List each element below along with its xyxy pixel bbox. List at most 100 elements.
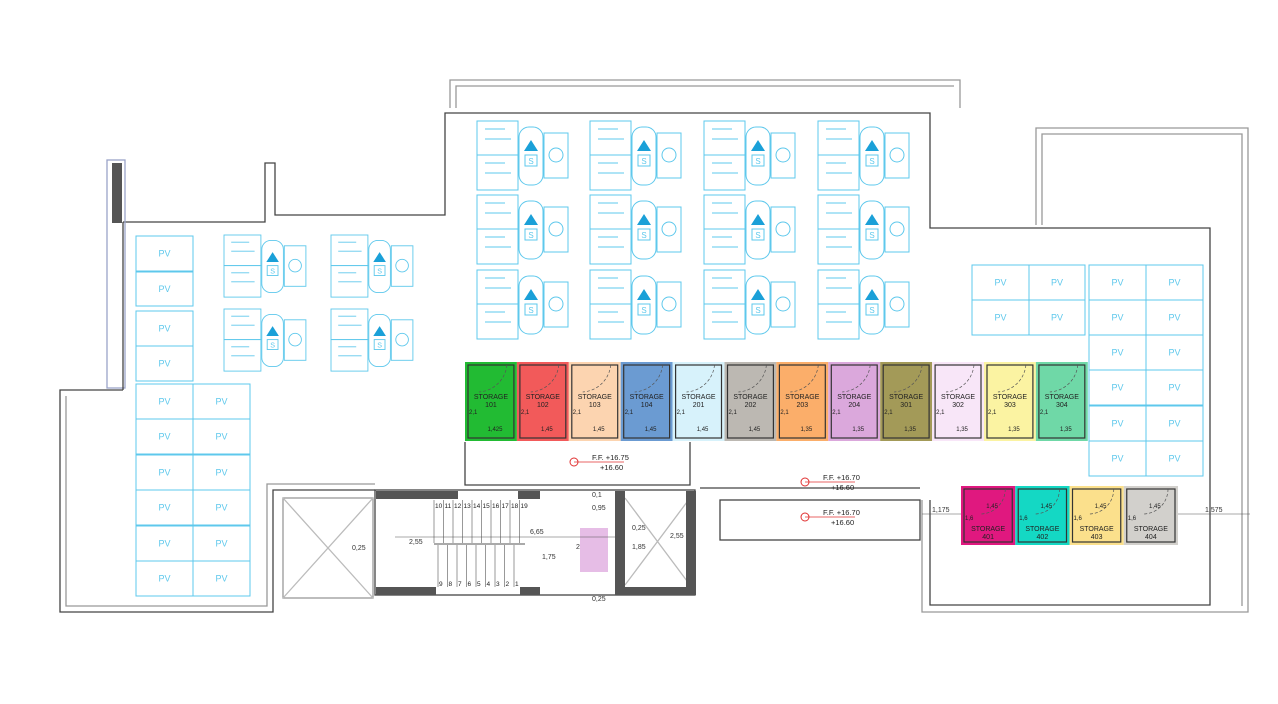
storage-number: 403 (1091, 534, 1103, 541)
storage-wall (623, 364, 671, 439)
s-box (524, 303, 538, 316)
storage-width: 1,35 (852, 427, 864, 433)
stair-number: 16 (492, 503, 500, 510)
parking-symbol: S (641, 231, 646, 240)
parking-symbol: S (528, 231, 533, 240)
storage-label: STORAGE (1134, 526, 1168, 533)
hatched-slot (330, 339, 369, 372)
storage-depth: 2,1 (469, 410, 478, 416)
storage-wall (726, 364, 775, 439)
s-box (637, 303, 651, 316)
triangle-icon (637, 214, 651, 225)
dimension-label: 2,55 (409, 539, 423, 546)
pv-label: PV (994, 313, 1006, 323)
pv-label: PV (1111, 348, 1123, 358)
parking-symbol: S (755, 231, 760, 240)
triangle-icon (865, 140, 879, 151)
parking-unit: S (817, 194, 910, 265)
pv-label: PV (158, 284, 170, 294)
bench (884, 281, 910, 328)
parking-symbol: S (641, 306, 646, 315)
hatched-slot (703, 303, 746, 340)
pv-panel (192, 418, 251, 455)
s-box (373, 265, 386, 276)
storage-label: STORAGE (526, 394, 560, 401)
s-box (637, 228, 651, 241)
pv-label: PV (215, 432, 227, 442)
storage-wall (830, 364, 878, 439)
bench (770, 281, 796, 328)
storage-width: 1,35 (1060, 427, 1072, 433)
pv-label: PV (1111, 454, 1123, 464)
storage-fill (1069, 486, 1124, 545)
storage-rooms-lower: STORAGE4011,61,45STORAGE4021,61,45STORAG… (961, 486, 1178, 545)
storage-number: 204 (848, 402, 860, 409)
hatched-slot (223, 339, 262, 372)
pv-panel (135, 345, 194, 382)
storage-label: STORAGE (993, 394, 1027, 401)
parking-unit: S (330, 234, 414, 298)
parking-unit: S (589, 194, 682, 265)
circle-icon (661, 296, 677, 312)
dimension-label: 0,25 (632, 525, 646, 532)
hatched-slot (476, 269, 519, 305)
stair-number: 14 (473, 503, 481, 510)
parking-symbol: S (270, 341, 275, 350)
charger-pill (368, 239, 391, 294)
storage-depth: 1,6 (1074, 516, 1083, 522)
level-slab: +16.60 (831, 483, 854, 492)
bench (884, 132, 910, 179)
storage-width: 1,425 (487, 427, 503, 433)
pv-label: PV (158, 574, 170, 584)
stair-number: 3 (496, 581, 500, 588)
circle-icon (775, 221, 791, 237)
storage-width: 1,45 (1041, 504, 1053, 510)
circle-icon (889, 296, 905, 312)
parking-symbol: S (869, 231, 874, 240)
triangle-icon (373, 252, 386, 262)
hatched-slot (476, 228, 519, 265)
door-swing (478, 364, 508, 393)
parking-symbol: S (869, 306, 874, 315)
storage-fill (724, 362, 777, 441)
pv-label: PV (994, 278, 1006, 288)
charger-pill (859, 275, 885, 335)
s-box (373, 339, 386, 350)
storage-fill (1015, 486, 1070, 545)
storage-depth: 2,1 (729, 410, 738, 416)
s-box (524, 228, 538, 241)
storage-wall (1126, 488, 1176, 543)
storage-width: 1,35 (1008, 427, 1020, 433)
storage-fill (776, 362, 829, 441)
bench (543, 281, 569, 328)
triangle-icon (266, 326, 279, 336)
triangle-icon (865, 289, 879, 300)
triangle-icon (266, 252, 279, 262)
charger-pill (745, 126, 771, 186)
storage-fill (568, 362, 621, 441)
door-swing (894, 364, 923, 393)
dimension-label: 0,25 (352, 545, 366, 552)
hatched-slot (476, 303, 519, 340)
storage-width: 1,45 (697, 427, 709, 433)
pv-label: PV (215, 397, 227, 407)
level-ff: F.F. +16.75 (592, 453, 629, 462)
hatched-slot (476, 194, 519, 230)
triangle-icon (751, 289, 765, 300)
pv-label: PV (158, 468, 170, 478)
dimension-label: 1,575 (1205, 507, 1223, 514)
parking-symbol: S (528, 157, 533, 166)
storage-number: 101 (485, 402, 497, 409)
stair-number: 19 (521, 503, 529, 510)
storage-label: STORAGE (733, 394, 767, 401)
storage-number: 402 (1037, 534, 1049, 541)
charger-pill (518, 200, 544, 260)
parking-unit: S (476, 269, 569, 340)
storage-wall (778, 364, 826, 439)
